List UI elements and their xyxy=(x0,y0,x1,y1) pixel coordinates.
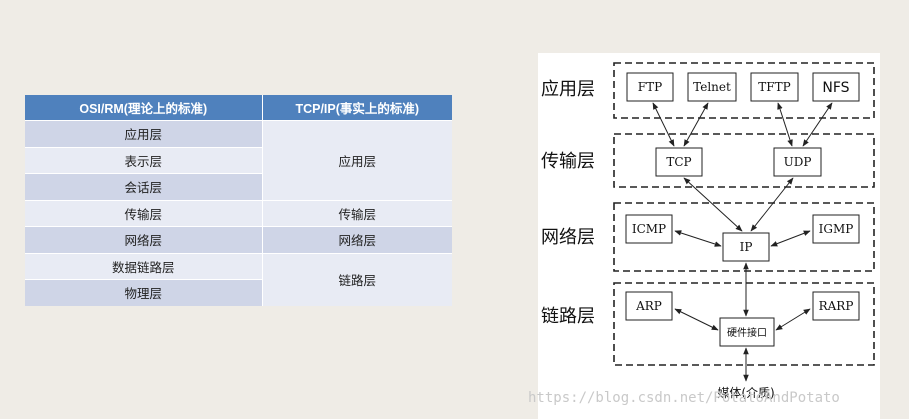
edge-tftp-udp xyxy=(777,102,793,147)
tcpip-link-layer: 链路层 xyxy=(262,252,452,306)
transport-layer-frame xyxy=(613,133,875,188)
diagram-label-application: 应用层 xyxy=(541,79,595,100)
node-telnet-label: Telnet xyxy=(693,80,731,94)
table-row: 应用层 应用层 xyxy=(25,120,452,200)
table-row: 表示层 xyxy=(25,146,452,174)
application-layer-frame xyxy=(613,62,875,119)
node-rarp-label: RARP xyxy=(819,299,854,313)
node-udp-label: UDP xyxy=(784,155,812,169)
link-layer-frame xyxy=(613,282,875,366)
header-tcpip: TCP/IP(事实上的标准) xyxy=(262,95,452,121)
node-nfs-label: NFS xyxy=(822,80,849,96)
osi-application-layer: 应用层 xyxy=(25,120,263,147)
edge-tcp-ip xyxy=(683,177,743,232)
osi-tcpip-comparison-table: OSI/RM(理论上的标准) TCP/IP(事实上的标准) 应用层 应用层 表示… xyxy=(25,95,452,306)
node-ip-box xyxy=(722,232,770,262)
node-igmp-label: IGMP xyxy=(819,222,854,236)
node-icmp-label: ICMP xyxy=(632,222,666,236)
table-row: 会话层 xyxy=(25,173,452,200)
edge-arp-hw xyxy=(674,308,719,331)
edge-udp-ip xyxy=(750,177,794,232)
tcpip-transport-layer: 传输层 xyxy=(262,199,452,227)
edge-icmp-ip xyxy=(674,230,722,247)
osi-presentation-layer: 表示层 xyxy=(25,146,263,174)
edge-rarp-hw xyxy=(775,308,811,331)
node-hw-box xyxy=(719,317,775,347)
diagram-label-link: 链路层 xyxy=(541,306,595,327)
table-row: 网络层 网络层 xyxy=(25,226,452,253)
edge-telnet-tcp xyxy=(683,102,709,147)
node-tftp-label: TFTP xyxy=(758,80,790,94)
media-label: 媒体(介质) xyxy=(717,386,774,400)
edge-igmp-ip xyxy=(770,230,811,247)
osi-datalink-layer: 数据链路层 xyxy=(25,252,263,280)
osi-session-layer: 会话层 xyxy=(25,173,263,200)
osi-network-layer: 网络层 xyxy=(25,226,263,253)
diagram-label-network: 网络层 xyxy=(541,227,595,248)
protocol-diagram-svg: 应用层 传输层 网络层 链路层 FTP Telnet TFTP NFS xyxy=(541,62,875,400)
node-arp-box xyxy=(625,291,673,321)
osi-physical-layer: 物理层 xyxy=(25,279,263,306)
node-rarp-box xyxy=(812,291,860,321)
tcpip-application-layer: 应用层 xyxy=(262,120,452,200)
node-igmp-box xyxy=(812,214,860,244)
edge-nfs-udp xyxy=(802,102,833,147)
table-row: 传输层 传输层 xyxy=(25,199,452,227)
tcpip-network-layer: 网络层 xyxy=(262,226,452,253)
node-telnet-box xyxy=(687,72,737,102)
node-hw-label: 硬件接口 xyxy=(727,326,767,339)
node-arp-label: ARP xyxy=(635,299,662,313)
node-tcp-box xyxy=(655,147,703,177)
table-row: 数据链路层 链路层 xyxy=(25,252,452,306)
node-ftp-box xyxy=(626,72,674,102)
osi-transport-layer: 传输层 xyxy=(25,199,263,227)
edge-ftp-tcp xyxy=(652,102,675,147)
node-tftp-box xyxy=(750,72,799,102)
node-tcp-label: TCP xyxy=(666,155,691,169)
table-header-row: OSI/RM(理论上的标准) TCP/IP(事实上的标准) xyxy=(25,95,452,121)
node-icmp-box xyxy=(625,214,673,244)
node-ip-label: IP xyxy=(740,240,753,254)
watermark-url: https://blog.csdn.net/PotatoAndPotato xyxy=(528,390,840,406)
header-osi: OSI/RM(理论上的标准) xyxy=(25,95,263,121)
node-ftp-label: FTP xyxy=(638,80,662,94)
table-row: 物理层 xyxy=(25,279,452,306)
node-nfs-box xyxy=(812,72,860,102)
node-udp-box xyxy=(773,147,822,177)
tcpip-protocol-diagram: 应用层 传输层 网络层 链路层 FTP Telnet TFTP NFS xyxy=(538,53,880,419)
diagram-label-transport: 传输层 xyxy=(541,151,595,172)
